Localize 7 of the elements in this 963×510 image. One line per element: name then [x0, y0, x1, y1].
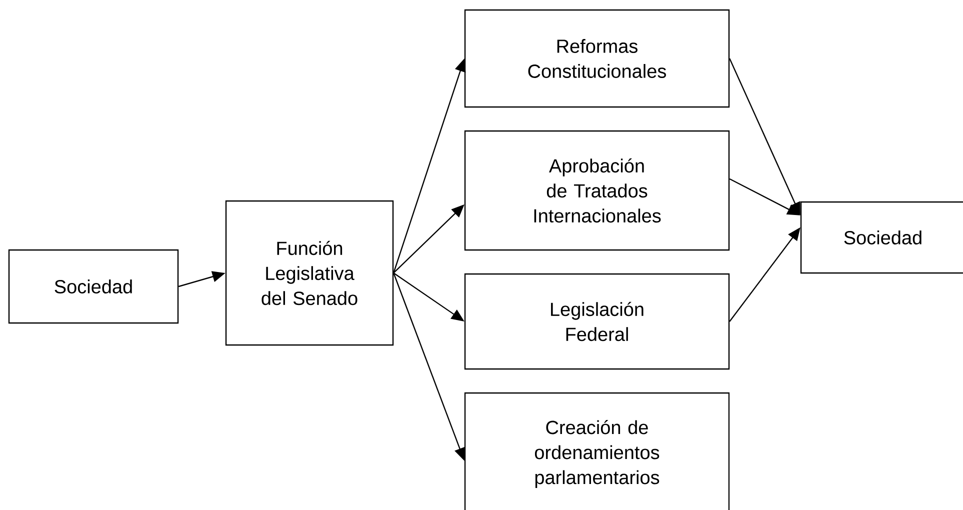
process-box: Función Legislativa del Senado [225, 200, 394, 346]
process-box: Aprobación de Tratados Internacionales [464, 130, 730, 251]
process-box: Sociedad [8, 249, 179, 324]
process-box: Reformas Constitucionales [464, 9, 730, 108]
process-box: Creación de ordenamientos parlamentarios [464, 392, 730, 510]
process-box: Sociedad [800, 201, 963, 274]
process-box: Legislación Federal [464, 273, 730, 370]
